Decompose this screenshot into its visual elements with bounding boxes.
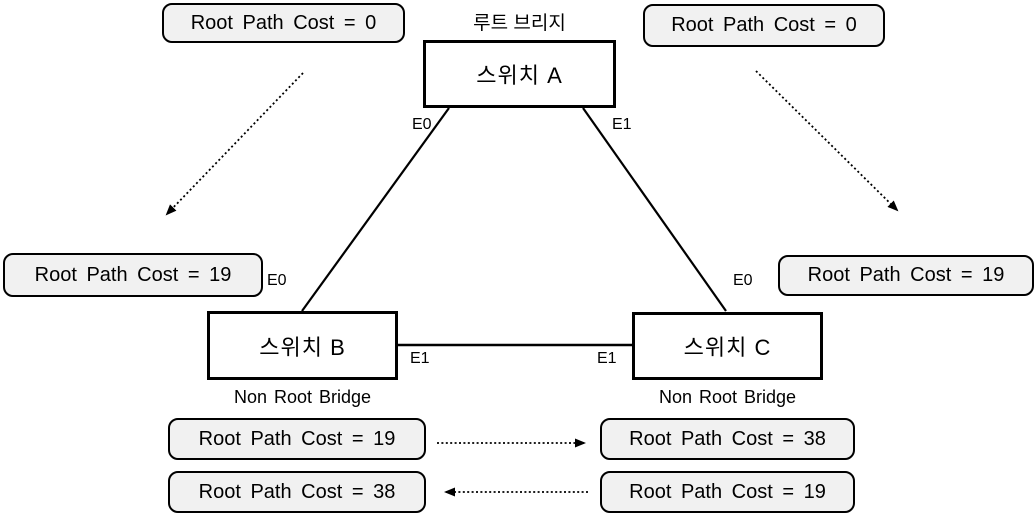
port-label-c-e0: E0 bbox=[733, 272, 753, 289]
port-label-b-e0: E0 bbox=[267, 272, 287, 289]
bpdu-arrow-top-right bbox=[755, 70, 899, 212]
port-label-c-e1: E1 bbox=[597, 350, 617, 367]
switch-b-caption: Non Root Bridge bbox=[233, 387, 372, 407]
cost-badge-bottom-right-row2: Root Path Cost = 19 bbox=[600, 471, 855, 513]
root-bridge-caption: 루트 브리지 bbox=[473, 13, 566, 34]
link-a-b bbox=[301, 107, 450, 312]
cost-badge-bottom-right-row1: Root Path Cost = 38 bbox=[600, 418, 855, 460]
switch-c-node: 스위치 C bbox=[632, 312, 823, 380]
switch-b-node: 스위치 B bbox=[207, 311, 398, 380]
port-label-b-e1: E1 bbox=[410, 350, 430, 367]
switch-a-node: 스위치 A bbox=[423, 40, 616, 108]
cost-badge-top-left: Root Path Cost = 0 bbox=[162, 3, 405, 43]
switch-c-caption: Non Root Bridge bbox=[658, 387, 797, 407]
port-label-a-e1: E1 bbox=[612, 116, 632, 133]
cost-badge-bottom-left-row2: Root Path Cost = 38 bbox=[168, 471, 426, 513]
bpdu-arrow-top-left bbox=[165, 72, 304, 216]
cost-badge-mid-right: Root Path Cost = 19 bbox=[778, 255, 1034, 296]
cost-badge-mid-left: Root Path Cost = 19 bbox=[3, 253, 263, 297]
cost-badge-bottom-left-row1: Root Path Cost = 19 bbox=[168, 418, 426, 460]
cost-badge-top-right: Root Path Cost = 0 bbox=[643, 4, 885, 47]
link-a-c bbox=[582, 107, 727, 312]
port-label-a-e0: E0 bbox=[412, 116, 432, 133]
